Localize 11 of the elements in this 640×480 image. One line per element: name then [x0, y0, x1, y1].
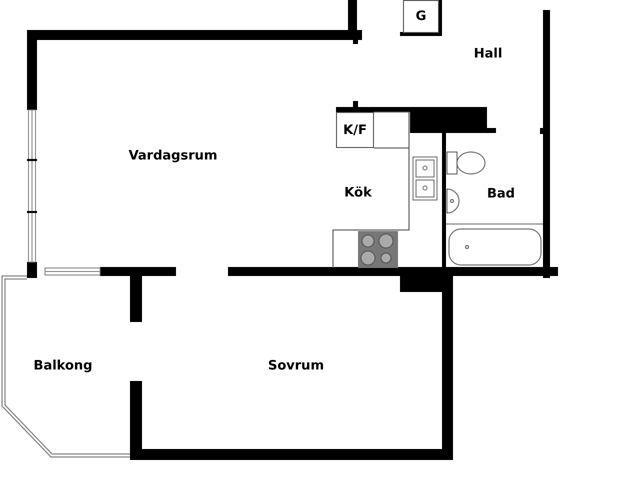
room-label: Vardagsrum [128, 150, 218, 162]
room-label: Hall [474, 48, 502, 60]
wall-block [410, 107, 487, 133]
closet-label: K/F [343, 124, 367, 136]
closet-box [403, 0, 439, 33]
room-label: Sovrum [268, 360, 324, 372]
room-label: Balkong [34, 360, 92, 372]
room-label: Bad [487, 188, 515, 200]
room-label: Kök [344, 186, 372, 200]
closet-box [336, 112, 374, 148]
closet-label: G [416, 10, 426, 23]
